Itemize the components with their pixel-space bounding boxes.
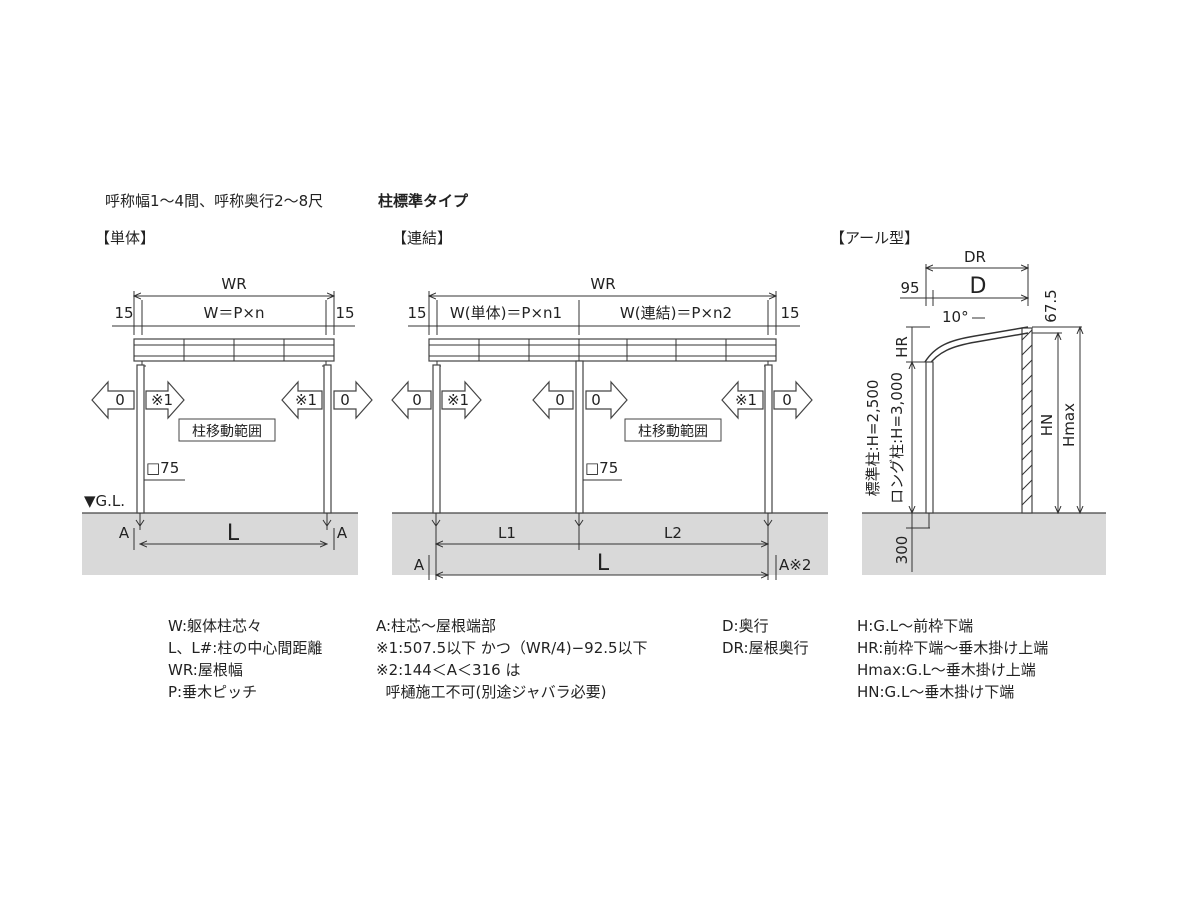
- dim-l: L: [597, 551, 610, 576]
- legend-col3-item: D:奥行: [722, 617, 769, 635]
- arrow-left-0: [91, 380, 135, 420]
- dim-hmax: Hmax: [1060, 403, 1078, 447]
- dim-hn: HN: [1038, 414, 1056, 437]
- range-box: [178, 418, 276, 442]
- ground: [862, 513, 1106, 575]
- legend-col1-item: W:躯体柱芯々: [168, 617, 262, 635]
- label-left-note: ※1: [151, 391, 173, 409]
- dim-a-left: A: [119, 524, 130, 542]
- legend-col4-item: H:G.L～前枠下端: [857, 617, 973, 635]
- arrow-4-0: [773, 380, 813, 420]
- range-label: 柱移動範囲: [638, 423, 708, 440]
- r-type-diagram: DR D 95 10° 67.5 HR 標準柱:H=2,500 ロング柱:H=3…: [862, 248, 1106, 575]
- arrow-right-note: [281, 380, 323, 420]
- dim-h-std: 標準柱:H=2,500: [864, 380, 882, 497]
- dim-a-right: A: [337, 524, 348, 542]
- post-middle: [575, 360, 584, 514]
- range-box: [624, 418, 722, 442]
- label-3-0: 0: [591, 391, 601, 409]
- post: [925, 361, 934, 514]
- dim-d: D: [970, 274, 987, 299]
- legend-col3-item: DR:屋根奥行: [722, 639, 809, 657]
- arrow-1-0: [391, 380, 432, 420]
- legend-col4-item: HR:前枠下端～垂木掛け上端: [857, 639, 1048, 657]
- section-single: 【単体】: [95, 229, 155, 247]
- dim-w-formula: W＝P×n: [204, 304, 265, 322]
- post-left: [432, 364, 441, 514]
- linked-diagram: WR 15 W(単体)＝P×n1 W(連結)＝P×n2 15 0: [391, 275, 828, 580]
- gl-mark: ▼G.L.: [84, 492, 125, 510]
- arched-roof: [924, 326, 1029, 363]
- label-left-0: 0: [115, 391, 125, 409]
- label-right-note: ※1: [295, 391, 317, 409]
- label-1-0: 0: [412, 391, 422, 409]
- single-diagram: WR 15 W＝P×n 15 0 ※1 ※1 0: [82, 275, 373, 575]
- arrow-right-0: [333, 380, 373, 420]
- title-type: 柱標準タイプ: [378, 192, 469, 210]
- dim-15-left: 15: [114, 304, 133, 322]
- post-right: [323, 364, 332, 514]
- dim-w-linked: W(連結)＝P×n2: [620, 304, 732, 322]
- dim-angle: 10°: [942, 308, 969, 326]
- legend: W:躯体柱芯々 L、L#:柱の中心間距離 WR:屋根幅 P:垂木ピッチ A:柱芯…: [168, 617, 1048, 701]
- dim-95: 95: [900, 279, 919, 297]
- dim-l: L: [227, 521, 240, 546]
- dim-a-left: A: [414, 556, 425, 574]
- label-2-0: 0: [555, 391, 565, 409]
- arrow-4-note: [721, 380, 764, 420]
- dim-15-left: 15: [407, 304, 426, 322]
- label-right-0: 0: [340, 391, 350, 409]
- label-4-note: ※1: [735, 391, 757, 409]
- post-size: □75: [585, 459, 618, 477]
- dim-dr: DR: [964, 248, 986, 266]
- arrow-2-0: [532, 380, 574, 420]
- arrow-left-note: [145, 380, 185, 420]
- label-1-note: ※1: [447, 391, 469, 409]
- post-size: □75: [146, 459, 179, 477]
- dim-w-single: W(単体)＝P×n1: [450, 304, 562, 322]
- dim-wr: WR: [590, 275, 615, 293]
- dim-15-right: 15: [780, 304, 799, 322]
- arrow-1-note: [441, 380, 482, 420]
- section-linked: 【連結】: [392, 229, 452, 247]
- roof-panel: [428, 338, 777, 362]
- title-main: 呼称幅1～4間、呼称奥行2～8尺: [105, 192, 323, 210]
- dim-a-right: A※2: [779, 556, 811, 574]
- legend-col1-item: P:垂木ピッチ: [168, 683, 257, 701]
- dim-300: 300: [893, 536, 911, 565]
- dim-15-right: 15: [335, 304, 354, 322]
- dim-wr: WR: [221, 275, 246, 293]
- label-4-0: 0: [782, 391, 792, 409]
- legend-col2-item: 呼樋施工不可(別途ジャバラ必要): [376, 683, 607, 701]
- dim-67: 67.5: [1042, 289, 1060, 322]
- post-right: [764, 364, 773, 514]
- range-label: 柱移動範囲: [192, 423, 262, 440]
- post-left: [136, 364, 145, 514]
- legend-col2-item: ※2:144＜A＜316 は: [376, 661, 520, 679]
- arrow-3-0: [585, 380, 628, 420]
- dim-l2: L2: [664, 524, 682, 542]
- section-r-type: 【アール型】: [830, 229, 919, 247]
- legend-col4-item: Hmax:G.L～垂木掛け上端: [857, 661, 1036, 679]
- dim-h-long: ロング柱:H=3,000: [888, 372, 906, 504]
- legend-col2-item: A:柱芯～屋根端部: [376, 617, 496, 635]
- legend-col1-item: L、L#:柱の中心間距離: [168, 639, 322, 657]
- dim-hr: HR: [893, 336, 911, 358]
- legend-col4-item: HN:G.L～垂木掛け下端: [857, 683, 1014, 701]
- legend-col2-item: ※1:507.5以下 かつ（WR/4)−92.5以下: [376, 639, 648, 657]
- legend-col1-item: WR:屋根幅: [168, 661, 243, 679]
- dim-l1: L1: [498, 524, 516, 542]
